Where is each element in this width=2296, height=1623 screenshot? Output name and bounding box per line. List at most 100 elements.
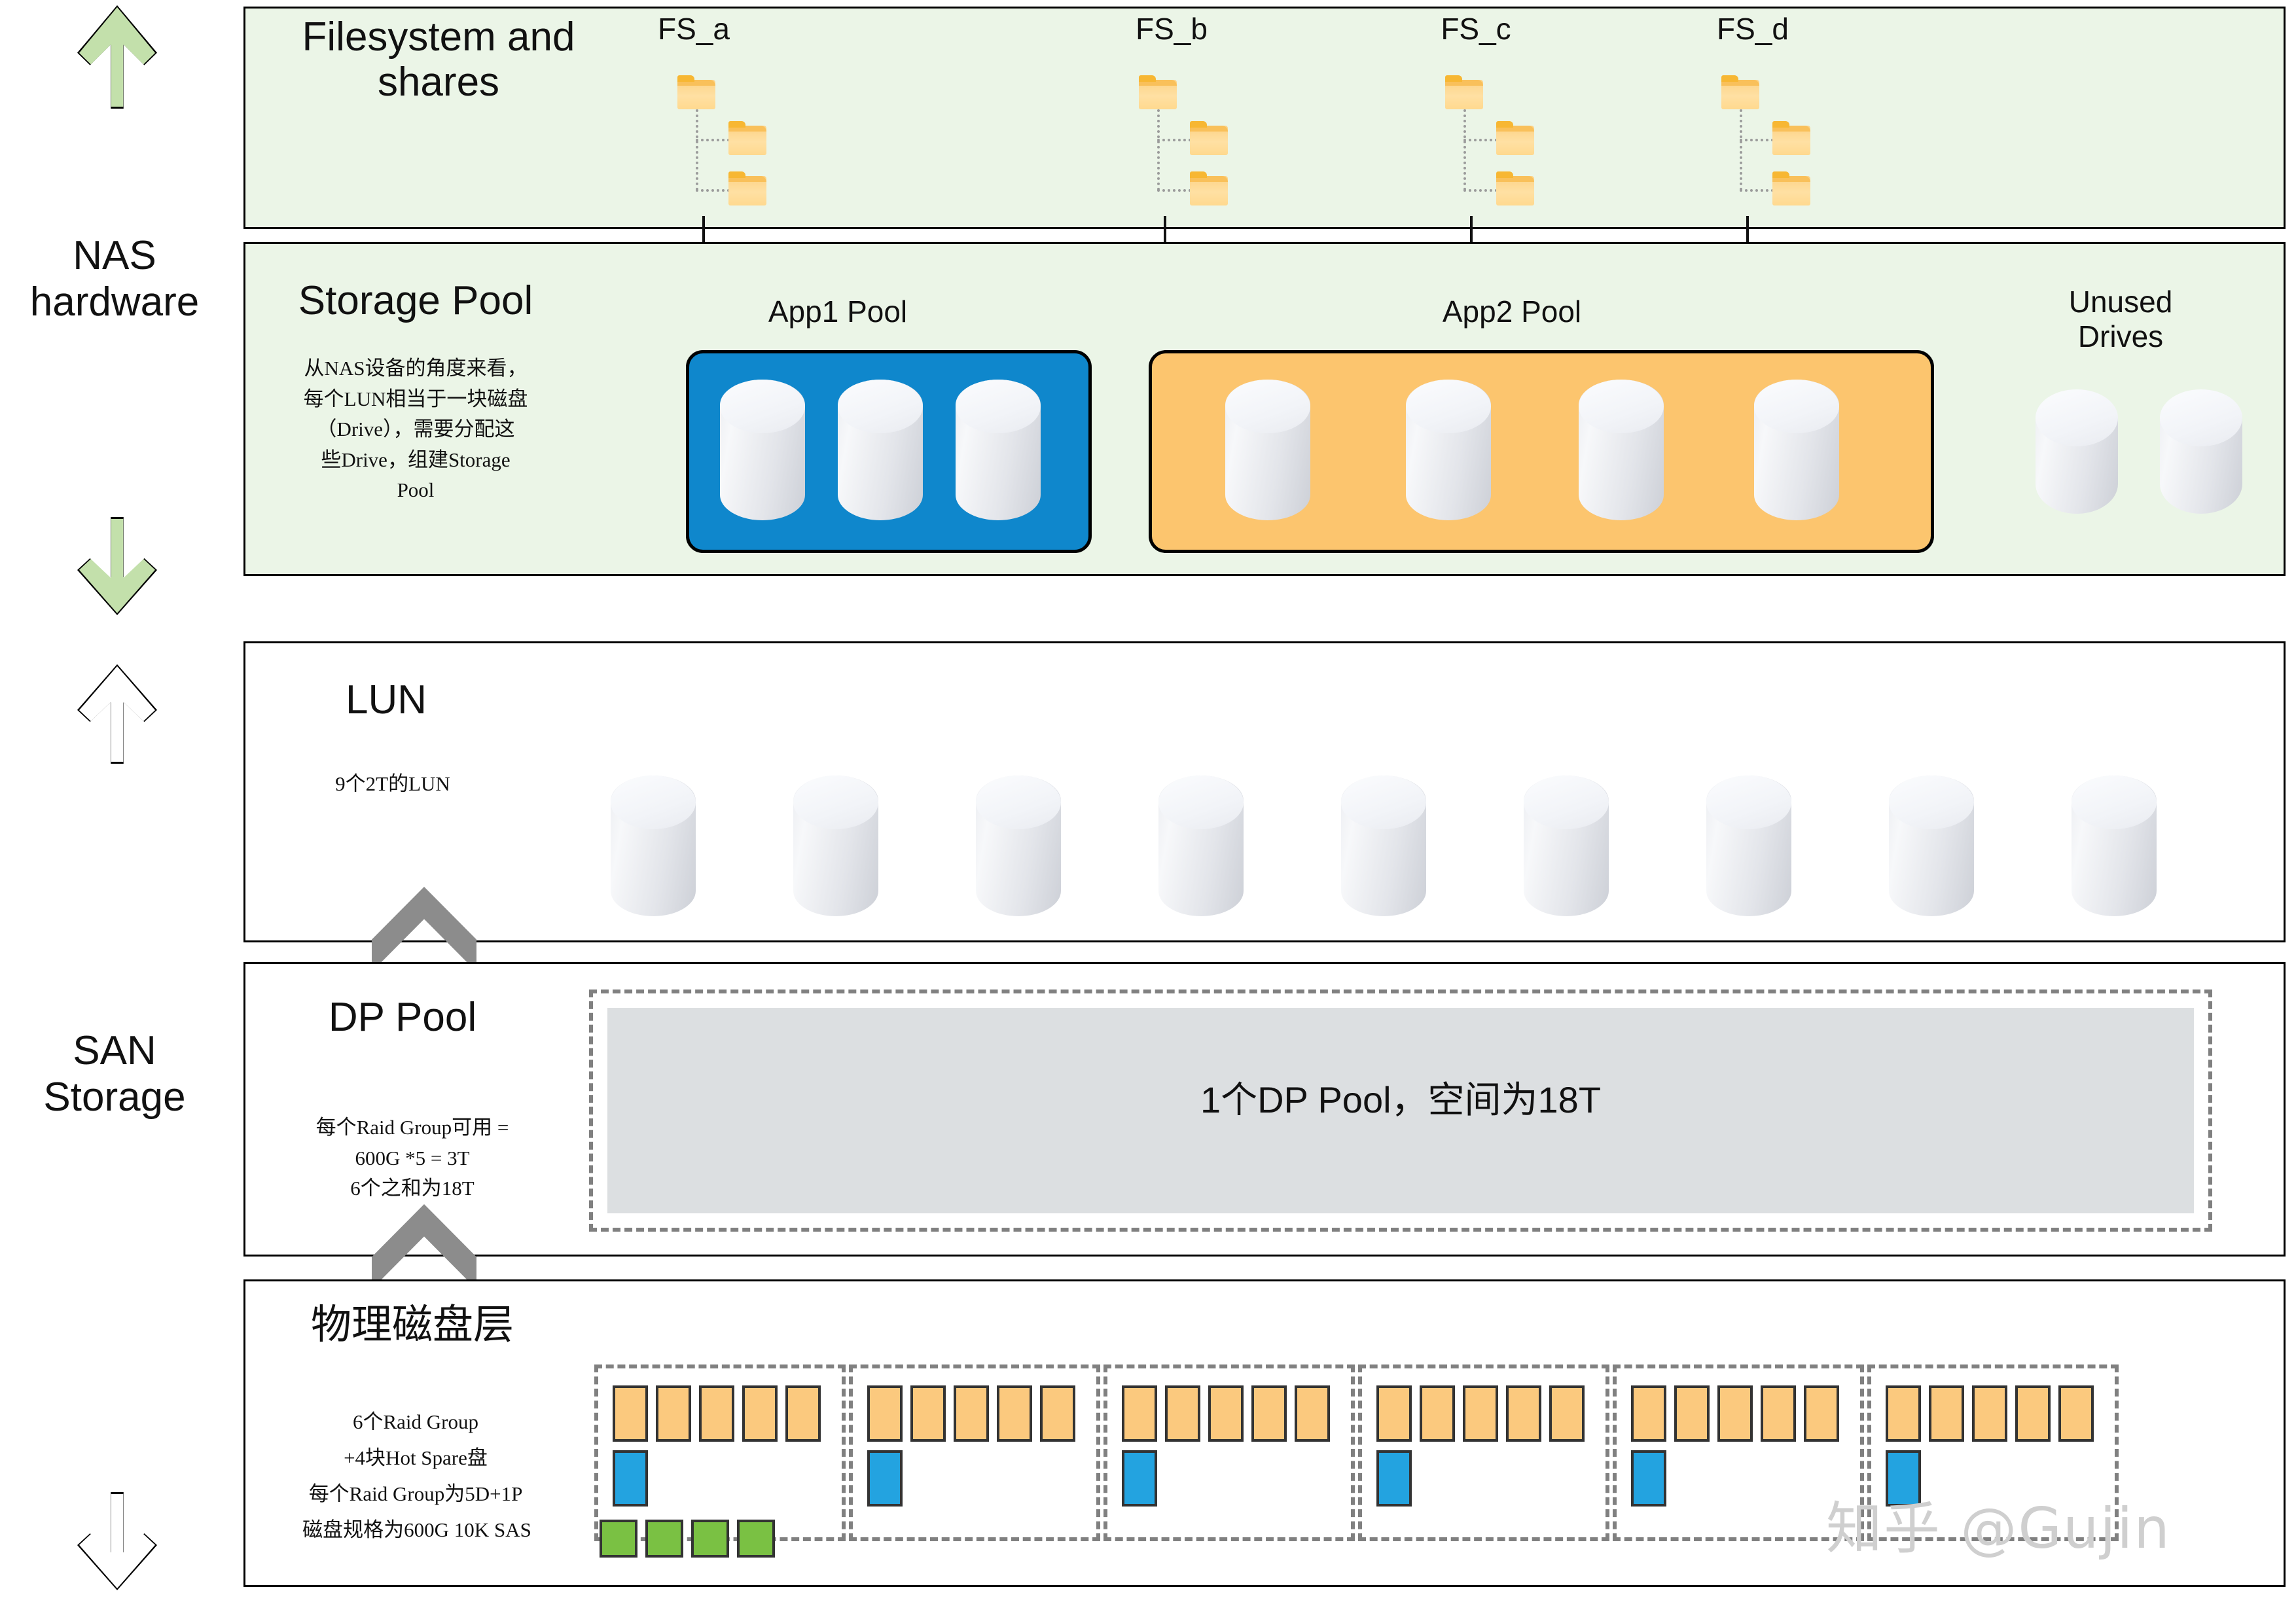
data-disk (2015, 1385, 2051, 1442)
lun-note: 9个2T的LUN (335, 772, 450, 795)
folder-icon-fs-a-child-1 (728, 121, 766, 155)
drive-icon-app2-3 (1579, 380, 1664, 520)
lun-icon-1 (611, 776, 696, 916)
raid-group-1 (594, 1364, 846, 1541)
physical-layer-note-3: 每个Raid Group为5D+1P (308, 1482, 523, 1505)
tree-line-horizontal-fs-c-2 (1463, 189, 1498, 192)
dp-pool-note: 每个Raid Group可用 = 600G *5 = 3T 6个之和为18T (315, 1116, 509, 1200)
data-disk (1376, 1385, 1412, 1442)
flow-arrow-down-nas (77, 517, 157, 615)
hot-spare-disk-1 (600, 1520, 637, 1558)
flow-arrow-down-bottom (77, 1492, 157, 1590)
data-disk (1804, 1385, 1839, 1442)
folder-icon-fs-b-child-2 (1190, 171, 1228, 205)
folder-icon-fs-a-root (677, 75, 715, 109)
data-disk (954, 1385, 989, 1442)
hot-spare-disk-2 (645, 1520, 683, 1558)
tree-line-horizontal-fs-a-2 (696, 189, 730, 192)
folder-icon-fs-c-child-1 (1496, 121, 1534, 155)
data-disk (656, 1385, 691, 1442)
storage-pool-title: Storage Pool (298, 278, 533, 323)
tree-line-vertical-fs-d (1740, 109, 1742, 190)
data-disk (2058, 1385, 2094, 1442)
watermark-text: 知乎 @Gujin (1826, 1496, 2171, 1561)
lun-icon-3 (976, 776, 1061, 916)
rail-label-san: SAN Storage (43, 1028, 186, 1120)
tree-line-vertical-fs-b (1157, 109, 1160, 190)
data-disk (997, 1385, 1032, 1442)
drive-icon-unused-2 (2160, 389, 2242, 514)
raid-group-6 (1867, 1364, 2119, 1541)
panel-lun (243, 641, 2286, 942)
drive-icon-app2-2 (1406, 380, 1491, 520)
data-disk (613, 1385, 648, 1442)
raid-group-3 (1103, 1364, 1355, 1541)
hot-spare-disk-3 (691, 1520, 729, 1558)
data-disk (867, 1385, 903, 1442)
data-disk (1549, 1385, 1585, 1442)
raid-group-5 (1613, 1364, 1864, 1541)
folder-icon-fs-c-child-2 (1496, 171, 1534, 205)
data-disk (1506, 1385, 1541, 1442)
drive-icon-unused-1 (2036, 389, 2118, 514)
filesystem-label-fs-b: FS_b (1136, 12, 1208, 46)
drive-icon-app2-1 (1225, 380, 1310, 520)
folder-icon-fs-b-root (1139, 75, 1177, 109)
data-disk (1631, 1385, 1666, 1442)
raid-group-4 (1358, 1364, 1609, 1541)
filesystem-label-fs-d: FS_d (1717, 12, 1789, 46)
data-disk (910, 1385, 946, 1442)
parity-disk (867, 1450, 903, 1507)
data-disk (742, 1385, 778, 1442)
parity-disk (1886, 1450, 1921, 1507)
drive-icon-app1-2 (838, 380, 923, 520)
folder-icon-fs-d-child-2 (1772, 171, 1810, 205)
filesystem-panel-title: Filesystem and shares (302, 14, 575, 105)
data-disk (1208, 1385, 1244, 1442)
data-disk (1886, 1385, 1921, 1442)
flow-arrow-up-top (77, 5, 157, 109)
parity-disk (1122, 1450, 1157, 1507)
drive-icon-app1-1 (720, 380, 805, 520)
tree-line-horizontal-fs-b-1 (1157, 139, 1191, 141)
physical-layer-note-1: 6个Raid Group (352, 1410, 478, 1433)
dp-pool-title: DP Pool (328, 995, 477, 1040)
app1-pool-label: App1 Pool (768, 294, 908, 329)
tree-line-horizontal-fs-b-2 (1157, 189, 1191, 192)
data-disk (1463, 1385, 1498, 1442)
data-disk (1295, 1385, 1330, 1442)
lun-icon-6 (1524, 776, 1609, 916)
data-disk (1761, 1385, 1796, 1442)
dp-pool-dashed-container: 1个DP Pool，空间为18T (589, 990, 2212, 1232)
lun-icon-8 (1889, 776, 1974, 916)
dp-pool-fill (607, 1008, 2194, 1213)
physical-layer-note-4: 磁盘规格为600G 10K SAS (302, 1518, 531, 1541)
folder-icon-fs-d-child-1 (1772, 121, 1810, 155)
folder-icon-fs-d-root (1721, 75, 1759, 109)
folder-icon-fs-a-child-2 (728, 171, 766, 205)
unused-drives-label: Unused Drives (2068, 285, 2173, 353)
lun-icon-4 (1158, 776, 1244, 916)
lun-icon-9 (2072, 776, 2157, 916)
app2-pool-label: App2 Pool (1442, 294, 1582, 329)
data-disk (1122, 1385, 1157, 1442)
data-disk (1717, 1385, 1753, 1442)
drive-icon-app1-3 (956, 380, 1041, 520)
physical-layer-note-2: +4块Hot Spare盘 (344, 1446, 488, 1469)
filesystem-label-fs-a: FS_a (658, 12, 730, 46)
parity-disk (613, 1450, 648, 1507)
data-disk (1165, 1385, 1200, 1442)
parity-disk (1631, 1450, 1666, 1507)
data-disk (1251, 1385, 1287, 1442)
hot-spare-disk-4 (737, 1520, 775, 1558)
filesystem-label-fs-c: FS_c (1441, 12, 1511, 46)
folder-icon-fs-b-child-1 (1190, 121, 1228, 155)
tree-line-horizontal-fs-d-2 (1740, 189, 1774, 192)
storage-pool-note: 从NAS设备的角度来看， 每个LUN相当于一块磁盘 （Drive），需要分配这 … (303, 357, 528, 501)
lun-icon-7 (1706, 776, 1791, 916)
tree-line-horizontal-fs-d-1 (1740, 139, 1774, 141)
physical-layer-title: 物理磁盘层 (310, 1302, 514, 1347)
tree-line-horizontal-fs-a-1 (696, 139, 730, 141)
parity-disk (1376, 1450, 1412, 1507)
data-disk (785, 1385, 821, 1442)
